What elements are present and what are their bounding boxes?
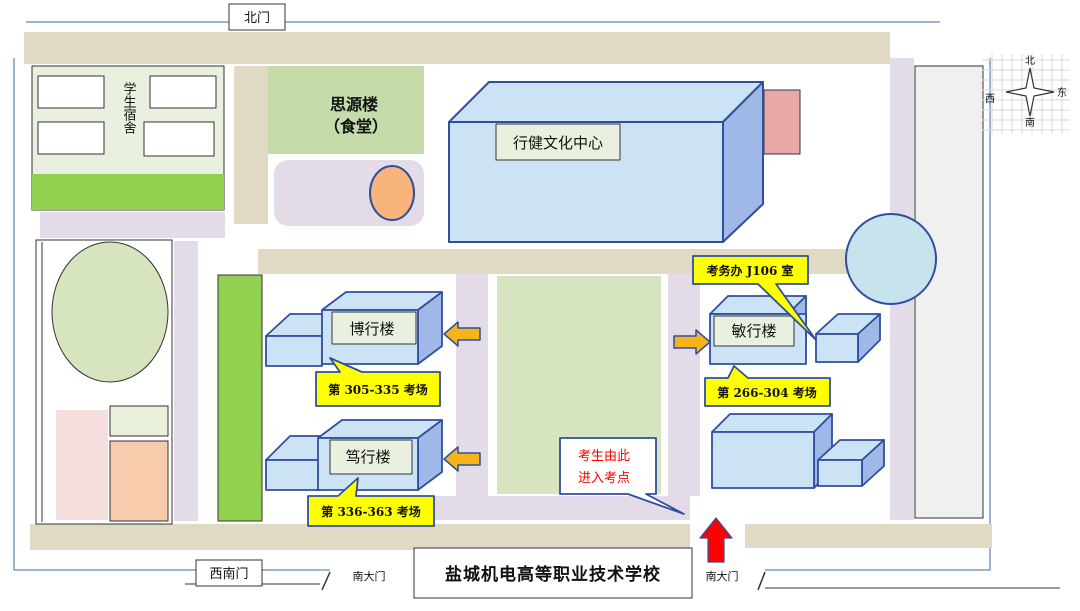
south-gate-right-label: 南大门 [706, 569, 739, 583]
pavilion [845, 213, 937, 305]
compass: 北 南 西 东 [982, 54, 1070, 134]
minxing-building-label: 敏行楼 [731, 322, 776, 340]
entrance-text-line2: 进入考点 [578, 471, 630, 486]
arrow-left-icon [443, 321, 481, 347]
boxing-rooms-callout: 第 305-335 考场 [315, 357, 441, 407]
compass-star-icon [1005, 67, 1055, 117]
arrow-left-icon [443, 446, 481, 472]
green-belt [217, 274, 263, 522]
compass-south: 南 [1025, 116, 1035, 129]
minxing-rooms-text: 第 266-304 考场 [717, 385, 816, 400]
canteen: 思源楼 （食堂） [268, 66, 424, 221]
duxing-building-label: 笃行楼 [345, 448, 390, 466]
east-building [914, 65, 984, 519]
exam-office-text: 考务办 J106 室 [706, 263, 793, 278]
exam-office-callout: 考务办 J106 室 [692, 255, 817, 341]
compass-east: 东 [1057, 86, 1067, 99]
arrow-right-icon [673, 329, 711, 355]
culture-center: 行健文化中心 [448, 81, 801, 243]
compass-west: 西 [985, 94, 995, 105]
north-gate-label: 北门 [244, 11, 270, 26]
boxing-rooms-text: 第 305-335 考场 [328, 382, 427, 397]
school-name: 盐城机电高等职业技术学校 [445, 564, 661, 585]
sports-field [35, 239, 173, 525]
duxing-rooms-callout: 第 336-363 考场 [307, 477, 435, 527]
direction-arrows [443, 321, 711, 472]
boxing-building-label: 博行楼 [349, 320, 394, 338]
duxing-rooms-text: 第 336-363 考场 [321, 504, 420, 519]
entrance-text-line1: 考生由此 [578, 449, 630, 464]
north-gate: 北门 [228, 3, 286, 31]
compass-north: 北 [1025, 55, 1035, 67]
canteen-name: 思源楼 [330, 95, 378, 114]
entrance-callout: 考生由此 进入考点 [559, 437, 685, 515]
minxing-building: 敏行楼 [709, 295, 881, 365]
roads [24, 32, 992, 550]
boxing-building: 博行楼 [265, 291, 443, 367]
culture-center-label: 行健文化中心 [513, 134, 603, 152]
dormitory: 学生宿舍 [31, 65, 225, 211]
minxing-rooms-callout: 第 266-304 考场 [704, 365, 831, 407]
dormitory-label: 学生宿舍 [121, 81, 137, 134]
south-gate-left-label: 南大门 [353, 569, 386, 583]
southwest-gate-label: 西南门 [209, 566, 248, 582]
school-name-plate: 盐城机电高等职业技术学校 [413, 547, 693, 599]
canteen-subname: （食堂） [324, 117, 388, 136]
southeast-building [711, 413, 885, 489]
southwest-gate: 西南门 [195, 559, 263, 587]
duxing-building: 笃行楼 [265, 419, 443, 491]
entrance-arrow-icon [699, 517, 733, 563]
